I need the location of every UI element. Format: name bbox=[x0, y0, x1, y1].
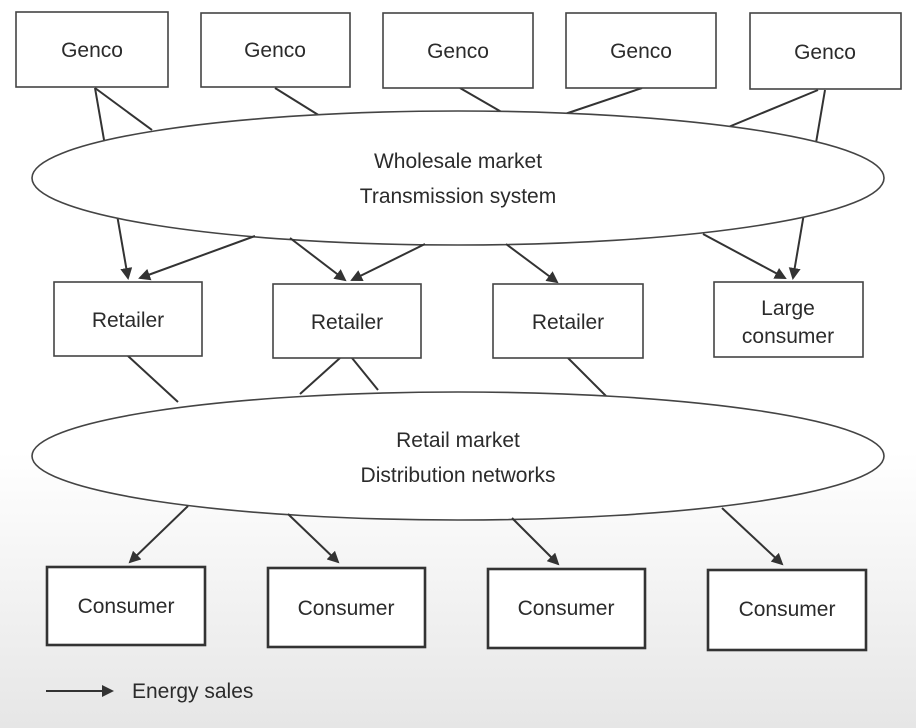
large-consumer-label-line2: consumer bbox=[742, 325, 834, 348]
arrow-wholesale-to-retailer bbox=[138, 235, 256, 281]
connector-line bbox=[274, 87, 321, 117]
connector-line bbox=[127, 355, 179, 403]
genco-label: Genco bbox=[610, 40, 672, 63]
connector-line bbox=[351, 357, 379, 391]
buyer-row: Retailer Retailer Retailer Large consume… bbox=[53, 281, 864, 359]
large-consumer-label-line1: Large bbox=[761, 297, 815, 320]
connector-line bbox=[567, 357, 607, 397]
genco-label: Genco bbox=[794, 41, 856, 64]
legend: Energy sales bbox=[46, 680, 253, 703]
retailer-box: Retailer bbox=[53, 281, 203, 357]
consumer-box: Consumer bbox=[486, 567, 647, 650]
wholesale-market-ellipse bbox=[31, 110, 885, 246]
retail-market-label: Retail market bbox=[396, 429, 520, 452]
arrow-retail-to-consumer bbox=[128, 505, 189, 564]
connector-line bbox=[725, 89, 819, 129]
consumer-box: Consumer bbox=[706, 568, 868, 652]
retailer-label: Retailer bbox=[311, 311, 383, 334]
transmission-system-label: Transmission system bbox=[360, 185, 556, 208]
genco-box: Genco bbox=[200, 12, 351, 88]
retail-arrows bbox=[128, 505, 784, 566]
genco-connections bbox=[94, 87, 819, 131]
genco-label: Genco bbox=[244, 39, 306, 62]
genco-label: Genco bbox=[427, 40, 489, 63]
retailer-label: Retailer bbox=[92, 309, 164, 332]
consumer-label: Consumer bbox=[78, 595, 175, 618]
arrow-wholesale-to-large-consumer bbox=[702, 233, 787, 279]
consumer-row: Consumer Consumer Consumer Consumer bbox=[45, 565, 868, 652]
genco-box: Genco bbox=[565, 12, 717, 89]
consumer-label: Consumer bbox=[518, 597, 615, 620]
arrow-retail-to-consumer bbox=[721, 507, 784, 566]
arrow-wholesale-to-retailer bbox=[289, 237, 347, 282]
large-consumer-box: Large consumer bbox=[713, 281, 864, 358]
genco-label: Genco bbox=[61, 39, 123, 62]
consumer-box: Consumer bbox=[45, 565, 207, 647]
legend-label: Energy sales bbox=[132, 680, 253, 703]
connector-line bbox=[299, 357, 341, 395]
consumer-box: Consumer bbox=[266, 566, 427, 649]
retail-market-ellipse bbox=[31, 391, 885, 521]
arrow-wholesale-to-retailer bbox=[350, 243, 426, 281]
wholesale-market-label: Wholesale market bbox=[374, 150, 542, 173]
genco-row: Genco Genco Genco Genco Genco bbox=[15, 11, 902, 90]
consumer-label: Consumer bbox=[298, 597, 395, 620]
retailer-box: Retailer bbox=[492, 283, 644, 359]
retailer-connections bbox=[127, 355, 607, 403]
connector-line bbox=[94, 87, 153, 131]
consumer-label: Consumer bbox=[739, 598, 836, 621]
retailer-label: Retailer bbox=[532, 311, 604, 334]
arrow-retail-to-consumer bbox=[287, 513, 340, 564]
distribution-networks-label: Distribution networks bbox=[361, 464, 556, 487]
wholesale-arrows bbox=[138, 233, 787, 284]
arrow-retail-to-consumer bbox=[511, 517, 560, 566]
retailer-box: Retailer bbox=[272, 283, 422, 359]
genco-box: Genco bbox=[382, 12, 534, 89]
genco-box: Genco bbox=[749, 12, 902, 90]
connector-line bbox=[564, 87, 643, 115]
genco-box: Genco bbox=[15, 11, 169, 88]
connector-line bbox=[459, 87, 506, 115]
arrow-wholesale-to-retailer bbox=[505, 243, 559, 284]
